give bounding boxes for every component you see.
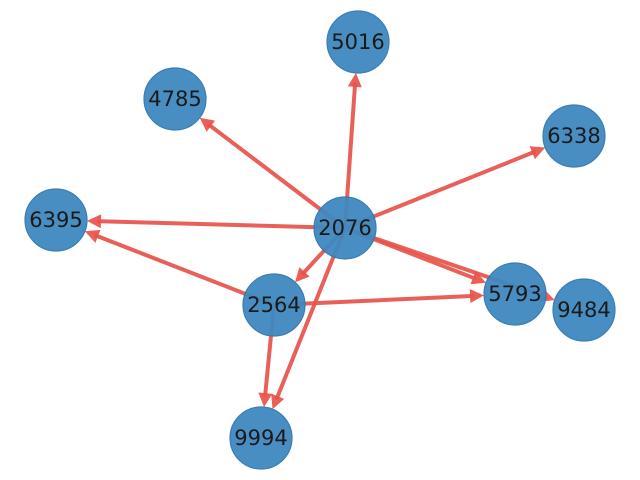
node-5016: 5016: [326, 10, 390, 74]
node-circle-2076: [313, 196, 377, 260]
edge-2076-6395: [96, 219, 347, 230]
edge-arrowhead-2564-9994: [258, 392, 273, 408]
node-label-5793: 5793: [488, 282, 541, 306]
node-circle-2564: [242, 273, 306, 337]
edge-arrowhead-2076-6395: [86, 214, 102, 229]
node-2076: 2076: [313, 196, 377, 260]
node-label-6338: 6338: [547, 124, 600, 148]
node-circle-9994: [229, 406, 293, 470]
edge-2564-6395: [94, 233, 276, 307]
node-9484: 9484: [552, 278, 616, 342]
node-label-2076: 2076: [318, 216, 371, 240]
edge-arrowhead-2076-9994: [271, 393, 285, 410]
node-6395: 6395: [24, 188, 88, 252]
node-label-9994: 9994: [234, 426, 287, 450]
edge-arrowhead-2564-6395: [84, 229, 101, 243]
node-4785: 4785: [143, 67, 207, 131]
node-6338: 6338: [542, 104, 606, 168]
node-circle-6338: [542, 104, 606, 168]
node-label-2564: 2564: [247, 293, 300, 317]
node-label-4785: 4785: [148, 87, 201, 111]
node-circle-4785: [143, 67, 207, 131]
edge-arrowhead-2076-5016: [347, 72, 362, 88]
node-circle-5793: [483, 262, 547, 326]
node-circle-5016: [326, 10, 390, 74]
edge-arrowhead-2076-6338: [529, 146, 546, 160]
node-label-9484: 9484: [557, 298, 610, 322]
edge-2564-5793: [272, 293, 475, 307]
edge-2076-6338: [343, 150, 537, 230]
edge-arrowhead-2076-4785: [199, 117, 216, 132]
node-2564: 2564: [242, 273, 306, 337]
node-5793: 5793: [483, 262, 547, 326]
edge-arrowhead-2076-2564: [295, 267, 310, 283]
nodes-layer: 2076 5016 4785 6338 6395 2564 5793 9484 9994: [24, 10, 616, 470]
node-label-6395: 6395: [29, 208, 82, 232]
node-circle-6395: [24, 188, 88, 252]
node-9994: 9994: [229, 406, 293, 470]
edge-arrowhead-2564-5793: [469, 289, 485, 304]
node-label-5016: 5016: [331, 30, 384, 54]
node-circle-9484: [552, 278, 616, 342]
